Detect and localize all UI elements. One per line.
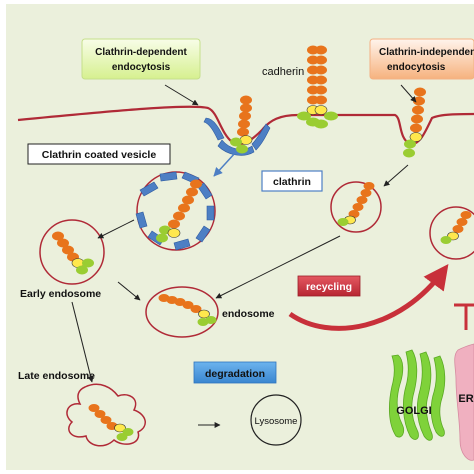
arrow-pit-to-vesicle-blue — [213, 151, 237, 177]
lysosome-label: Lysosome — [255, 416, 298, 427]
recycling-vesicle — [429, 206, 474, 260]
clathrin-text: clathrin — [273, 176, 311, 188]
arrow-to-pit-independent — [400, 84, 417, 103]
arrow-early-to-endosome — [117, 281, 141, 301]
er — [454, 343, 474, 461]
arrow-vesicle-to-endosome — [215, 235, 341, 299]
cadherin-surface — [297, 45, 338, 129]
er-label: ER — [458, 393, 473, 405]
recycling-text: recycling — [306, 281, 352, 293]
clathrin-independent-label: Clathrin-independent endocytosis — [369, 38, 474, 80]
golgi — [388, 349, 446, 441]
clathrin-dependent-subtitle: endocytosis — [112, 62, 171, 73]
lysosome: Lysosome — [250, 394, 302, 446]
early-endosome-label: Early endosome — [20, 288, 101, 300]
clathrin-coated-vesicle-label: Clathrin coated vesicle — [27, 143, 171, 165]
clathrin-independent-title: Clathrin-independent — [379, 47, 474, 58]
clathrin-label: clathrin — [261, 170, 323, 192]
cadherin-pit-dependent — [230, 95, 253, 154]
clathrin-coated-vesicle — [135, 171, 216, 251]
recycling-arrow — [288, 263, 449, 331]
arrow-early-to-late — [71, 301, 94, 383]
endosome — [145, 286, 219, 338]
clathrin-dependent-title: Clathrin-dependent — [95, 47, 187, 58]
clathrin-coated-vesicle-text: Clathrin coated vesicle — [42, 149, 157, 161]
degradation-label: degradation — [193, 361, 277, 384]
late-endosome-label: Late endosome — [18, 370, 95, 382]
arrow-vesicle-to-early-endosome — [97, 219, 135, 239]
recycling-label: recycling — [297, 275, 361, 297]
pathway-arrows — [71, 84, 417, 428]
early-endosome — [39, 219, 105, 285]
arrow-to-pit-dependent — [164, 84, 199, 106]
clathrin-independent-subtitle: endocytosis — [387, 62, 446, 73]
er-golgi-connector — [454, 303, 474, 330]
late-endosome — [66, 383, 146, 447]
endosome-label: endosome — [222, 308, 275, 320]
cadherin-label: cadherin — [262, 66, 304, 78]
degradation-text: degradation — [205, 368, 265, 380]
independent-vesicle — [330, 181, 382, 233]
clathrin-dependent-label: Clathrin-dependent endocytosis — [81, 38, 201, 80]
arrow-pit-to-vesicle — [383, 164, 409, 187]
golgi-label: GOLGI — [396, 405, 431, 417]
